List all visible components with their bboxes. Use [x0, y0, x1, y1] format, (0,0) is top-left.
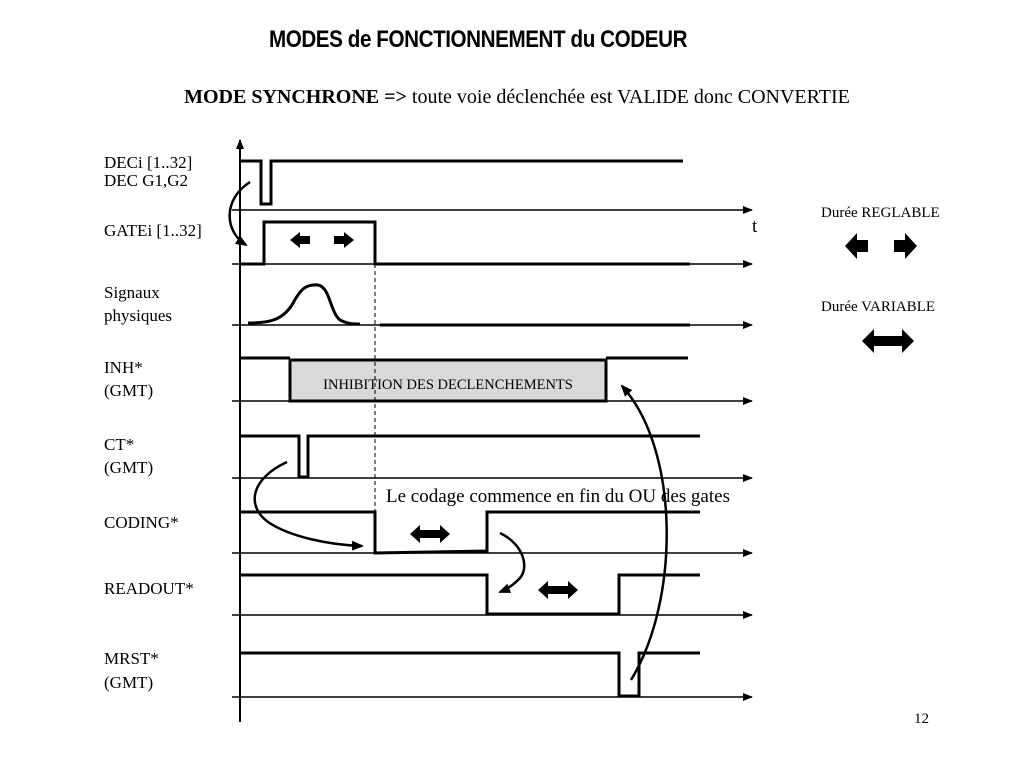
- label-ct-gmt: (GMT): [104, 458, 154, 477]
- label-readout: READOUT*: [104, 579, 194, 598]
- legend-variable-arrow-icon: [862, 329, 914, 353]
- time-axis-label: t: [752, 216, 758, 237]
- curved-arrow-ct-coding: [253, 460, 364, 551]
- label-coding: CODING*: [104, 513, 179, 532]
- legend-reglable-label: Durée REGLABLE: [821, 205, 940, 221]
- label-inh: INH*: [104, 358, 143, 377]
- wave-dec: [240, 159, 683, 206]
- page-number: 12: [914, 711, 929, 727]
- label-deci: DECi [1..32]: [104, 153, 193, 172]
- label-inh-gmt: (GMT): [104, 381, 154, 400]
- wave-coding: [240, 510, 700, 555]
- label-mrst: MRST*: [104, 649, 159, 668]
- label-mrst-gmt: (GMT): [104, 673, 154, 692]
- wave-gate: [240, 220, 690, 266]
- inhibition-box: [288, 358, 608, 403]
- subtitle-rest: toute voie déclenchée est VALIDE donc CO…: [406, 86, 850, 108]
- subtitle: MODE SYNCHRONE => toute voie déclenchée …: [0, 86, 1024, 109]
- gate-arrow-right-icon: [334, 232, 354, 248]
- label-gate: GATEi [1..32]: [104, 221, 202, 240]
- wave-mrst: [240, 651, 700, 698]
- curved-arrow-coding-readout: [498, 531, 526, 594]
- coding-duration-arrow-icon: [410, 525, 450, 543]
- annotation-text: Le codage commence en fin du OU des gate…: [386, 486, 730, 507]
- wave-ct: [240, 434, 700, 479]
- label-ct: CT*: [104, 435, 135, 454]
- wave-readout: [240, 573, 700, 616]
- page-title: MODES de FONCTIONNEMENT du CODEUR: [268, 26, 688, 53]
- inhibition-label: INHIBITION DES DECLENCHEMENTS: [323, 377, 573, 393]
- legend-variable-label: Durée VARIABLE: [821, 299, 936, 315]
- curved-arrow-mrst-inh: [620, 384, 668, 681]
- label-signaux: Signaux: [104, 283, 160, 302]
- subtitle-bold: MODE SYNCHRONE =>: [184, 86, 407, 108]
- gate-arrow-left-icon: [290, 232, 310, 248]
- label-physiques: physiques: [104, 306, 172, 325]
- legend-reglable-right-arrow-icon: [894, 233, 917, 259]
- legend-reglable-left-arrow-icon: [845, 233, 868, 259]
- curved-arrow-dec-gate: [228, 180, 251, 247]
- label-dec-g: DEC G1,G2: [104, 171, 189, 190]
- wave-signaux: [247, 283, 690, 327]
- readout-duration-arrow-icon: [538, 581, 578, 599]
